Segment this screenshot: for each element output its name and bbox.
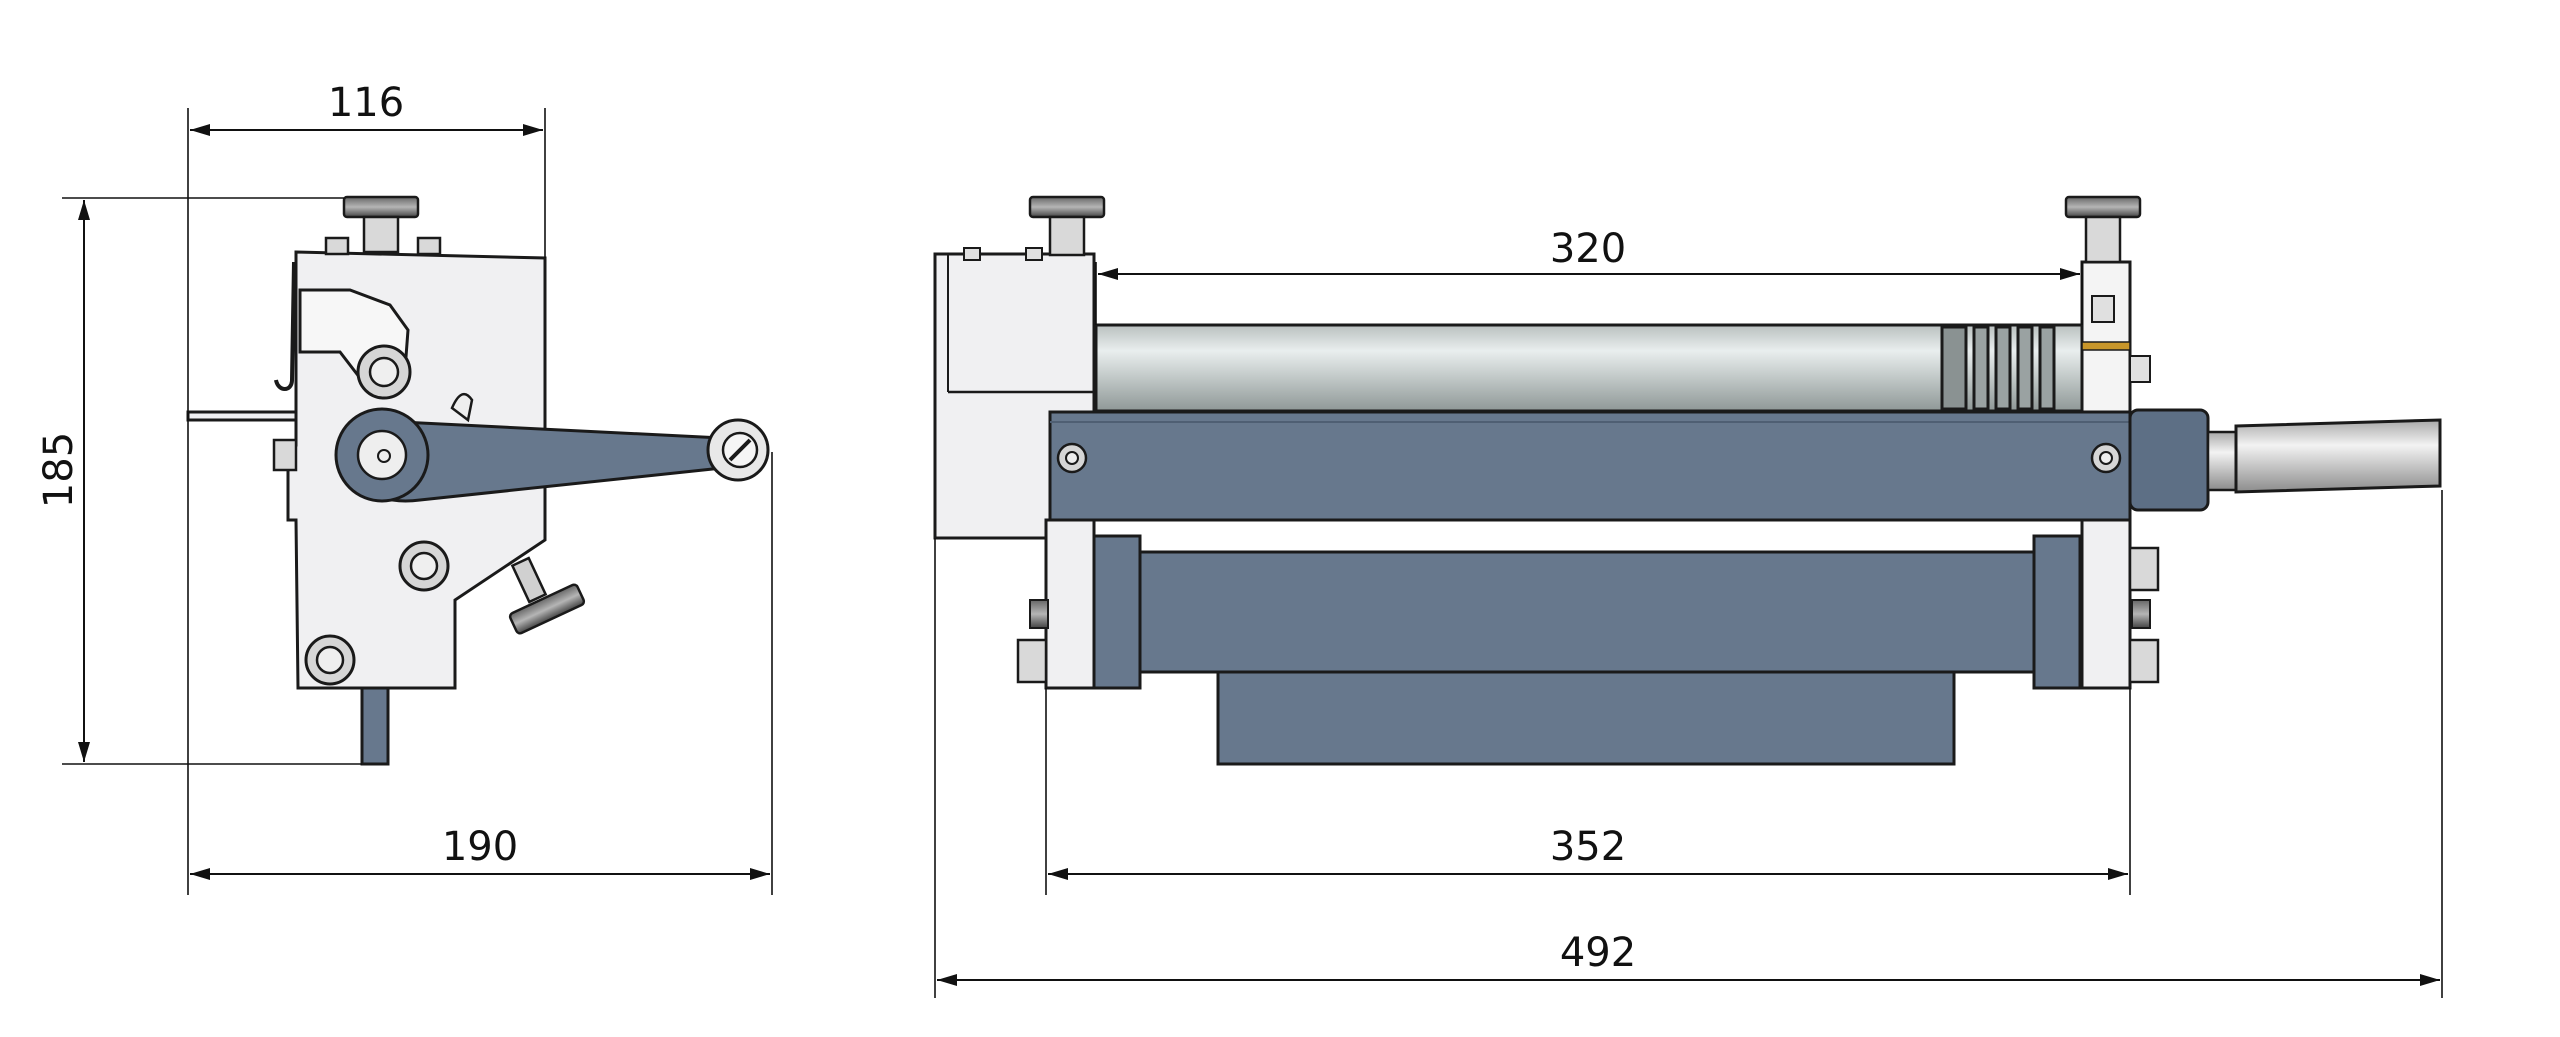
front-roller-grooves <box>1940 325 2056 411</box>
front-left-knob <box>1028 195 1106 219</box>
front-right-brass <box>2081 341 2131 351</box>
side-screw-left <box>324 236 350 256</box>
front-left-leg <box>1044 518 1096 690</box>
dim-side-width-top: 116 <box>328 80 404 126</box>
side-adjust-knob <box>508 583 586 635</box>
dim-side-height: 185 <box>36 432 82 508</box>
side-screw-right <box>416 236 442 256</box>
front-main-beam <box>1048 410 2132 522</box>
side-crank-hub-pin <box>377 449 391 463</box>
side-bottom-post <box>360 686 390 766</box>
front-dimensions: 320 352 492 <box>934 226 2443 998</box>
front-roller <box>1094 323 2084 413</box>
front-left-tab-2 <box>1025 247 1043 261</box>
front-lower-cap-left <box>1092 534 1142 690</box>
side-hook-bracket <box>274 261 296 391</box>
side-top-knob <box>342 195 420 219</box>
dim-overall-length: 492 <box>1560 930 1636 976</box>
side-adjust-stem <box>510 556 548 604</box>
side-crank-end-slot <box>728 438 752 462</box>
side-view <box>186 195 770 766</box>
front-view <box>933 195 2442 766</box>
side-small-block <box>272 438 298 472</box>
front-handle-neck <box>2206 430 2238 492</box>
side-crank-hub-inner <box>356 429 408 481</box>
side-bottom-bolt-inner <box>315 645 345 675</box>
side-tongue <box>186 410 298 422</box>
front-lower-roll <box>1092 550 2082 674</box>
front-lower-cap-right <box>2032 534 2082 690</box>
dim-roll-length: 320 <box>1550 226 1626 272</box>
dim-side-width-bottom: 190 <box>442 824 518 870</box>
front-right-leg <box>2080 518 2132 690</box>
dim-frame-length: 352 <box>1550 824 1626 870</box>
front-handle-hub <box>2128 408 2210 512</box>
side-middle-bolt-inner <box>409 551 439 581</box>
front-bottom-plate <box>1216 670 1956 766</box>
front-right-knob <box>2064 195 2142 219</box>
side-upper-bolt-inner <box>368 356 400 388</box>
front-right-upper-block <box>2080 260 2132 414</box>
side-top-knob-stem <box>362 215 400 254</box>
front-handle-grip <box>2234 418 2442 494</box>
front-left-tab-1 <box>963 247 981 261</box>
side-lever-pin <box>450 392 474 423</box>
side-dimensions: 116 190 185 <box>36 80 773 895</box>
